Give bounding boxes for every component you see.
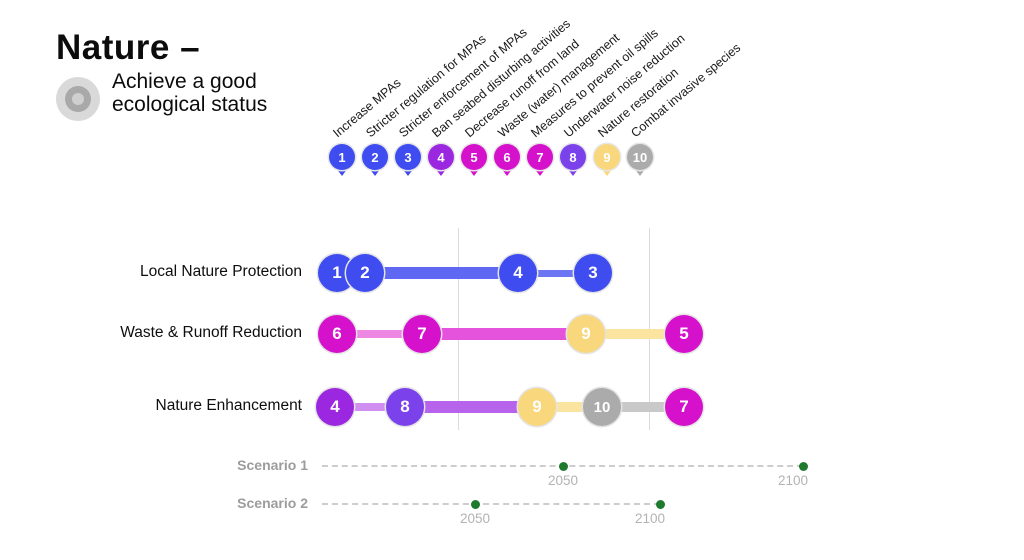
timeline-segment bbox=[405, 401, 537, 413]
scenario-label: Scenario 1 bbox=[237, 457, 308, 473]
timeline-row-label: Nature Enhancement bbox=[155, 397, 302, 414]
legend-pin-tail bbox=[567, 168, 579, 176]
scenario-milestone-dot bbox=[558, 461, 568, 471]
target-icon bbox=[56, 77, 100, 121]
legend-pin-2: 2 bbox=[362, 144, 388, 170]
scenario-dashed-line bbox=[322, 503, 660, 505]
timeline-marker-8: 8 bbox=[386, 388, 424, 426]
legend-pin-tail bbox=[634, 168, 646, 176]
timeline-marker-9: 9 bbox=[518, 388, 556, 426]
legend-pin-3: 3 bbox=[395, 144, 421, 170]
timeline-segment bbox=[365, 267, 518, 279]
timeline-segment bbox=[602, 402, 684, 412]
timeline-row-label: Waste & Runoff Reduction bbox=[120, 324, 302, 341]
scenario-milestone-dot bbox=[655, 499, 665, 509]
timeline-marker-6: 6 bbox=[318, 315, 356, 353]
scenario-milestone-dot bbox=[798, 461, 808, 471]
legend-pin-tail bbox=[534, 168, 546, 176]
scenario-label: Scenario 2 bbox=[237, 495, 308, 511]
scenario-year-label: 2100 bbox=[777, 473, 809, 488]
timeline-marker-4: 4 bbox=[316, 388, 354, 426]
legend-pin-5: 5 bbox=[461, 144, 487, 170]
timeline-marker-7: 7 bbox=[403, 315, 441, 353]
timeline-marker-2: 2 bbox=[346, 254, 384, 292]
timeline-segment bbox=[337, 330, 422, 338]
legend-pin-tail bbox=[435, 168, 447, 176]
legend-pin-10: 10 bbox=[627, 144, 653, 170]
timeline-marker-3: 3 bbox=[574, 254, 612, 292]
scenario-year-label: 2100 bbox=[634, 511, 666, 526]
target-icon-center bbox=[72, 93, 84, 105]
timeline-marker-5: 5 bbox=[665, 315, 703, 353]
timeline-marker-9: 9 bbox=[567, 315, 605, 353]
timeline-marker-7: 7 bbox=[665, 388, 703, 426]
legend-pin-tail bbox=[402, 168, 414, 176]
legend-pin-8: 8 bbox=[560, 144, 586, 170]
timeline-segment bbox=[586, 329, 684, 339]
legend-pin-tail bbox=[468, 168, 480, 176]
legend-pin-tail bbox=[601, 168, 613, 176]
timeline-segment bbox=[537, 402, 602, 412]
legend-pin-4: 4 bbox=[428, 144, 454, 170]
scenario-year-label: 2050 bbox=[459, 511, 491, 526]
target-icon-ring bbox=[65, 86, 91, 112]
legend-pin-tail bbox=[336, 168, 348, 176]
page-subtitle: Achieve a good ecological status bbox=[112, 70, 268, 116]
legend-pin-7: 7 bbox=[527, 144, 553, 170]
legend-pin-6: 6 bbox=[494, 144, 520, 170]
legend-pin-tail bbox=[501, 168, 513, 176]
legend-pin-tail bbox=[369, 168, 381, 176]
timeline-segment bbox=[335, 403, 405, 411]
scenario-milestone-dot bbox=[470, 499, 480, 509]
timeline-segment bbox=[518, 269, 593, 277]
timeline-marker-4: 4 bbox=[499, 254, 537, 292]
scenario-year-label: 2050 bbox=[547, 473, 579, 488]
legend-pin-9: 9 bbox=[594, 144, 620, 170]
timeline-row-label: Local Nature Protection bbox=[140, 263, 302, 280]
timeline-marker-10: 10 bbox=[583, 388, 621, 426]
legend-pin-1: 1 bbox=[329, 144, 355, 170]
page-title: Nature – bbox=[56, 28, 201, 67]
timeline-segment bbox=[422, 328, 586, 340]
